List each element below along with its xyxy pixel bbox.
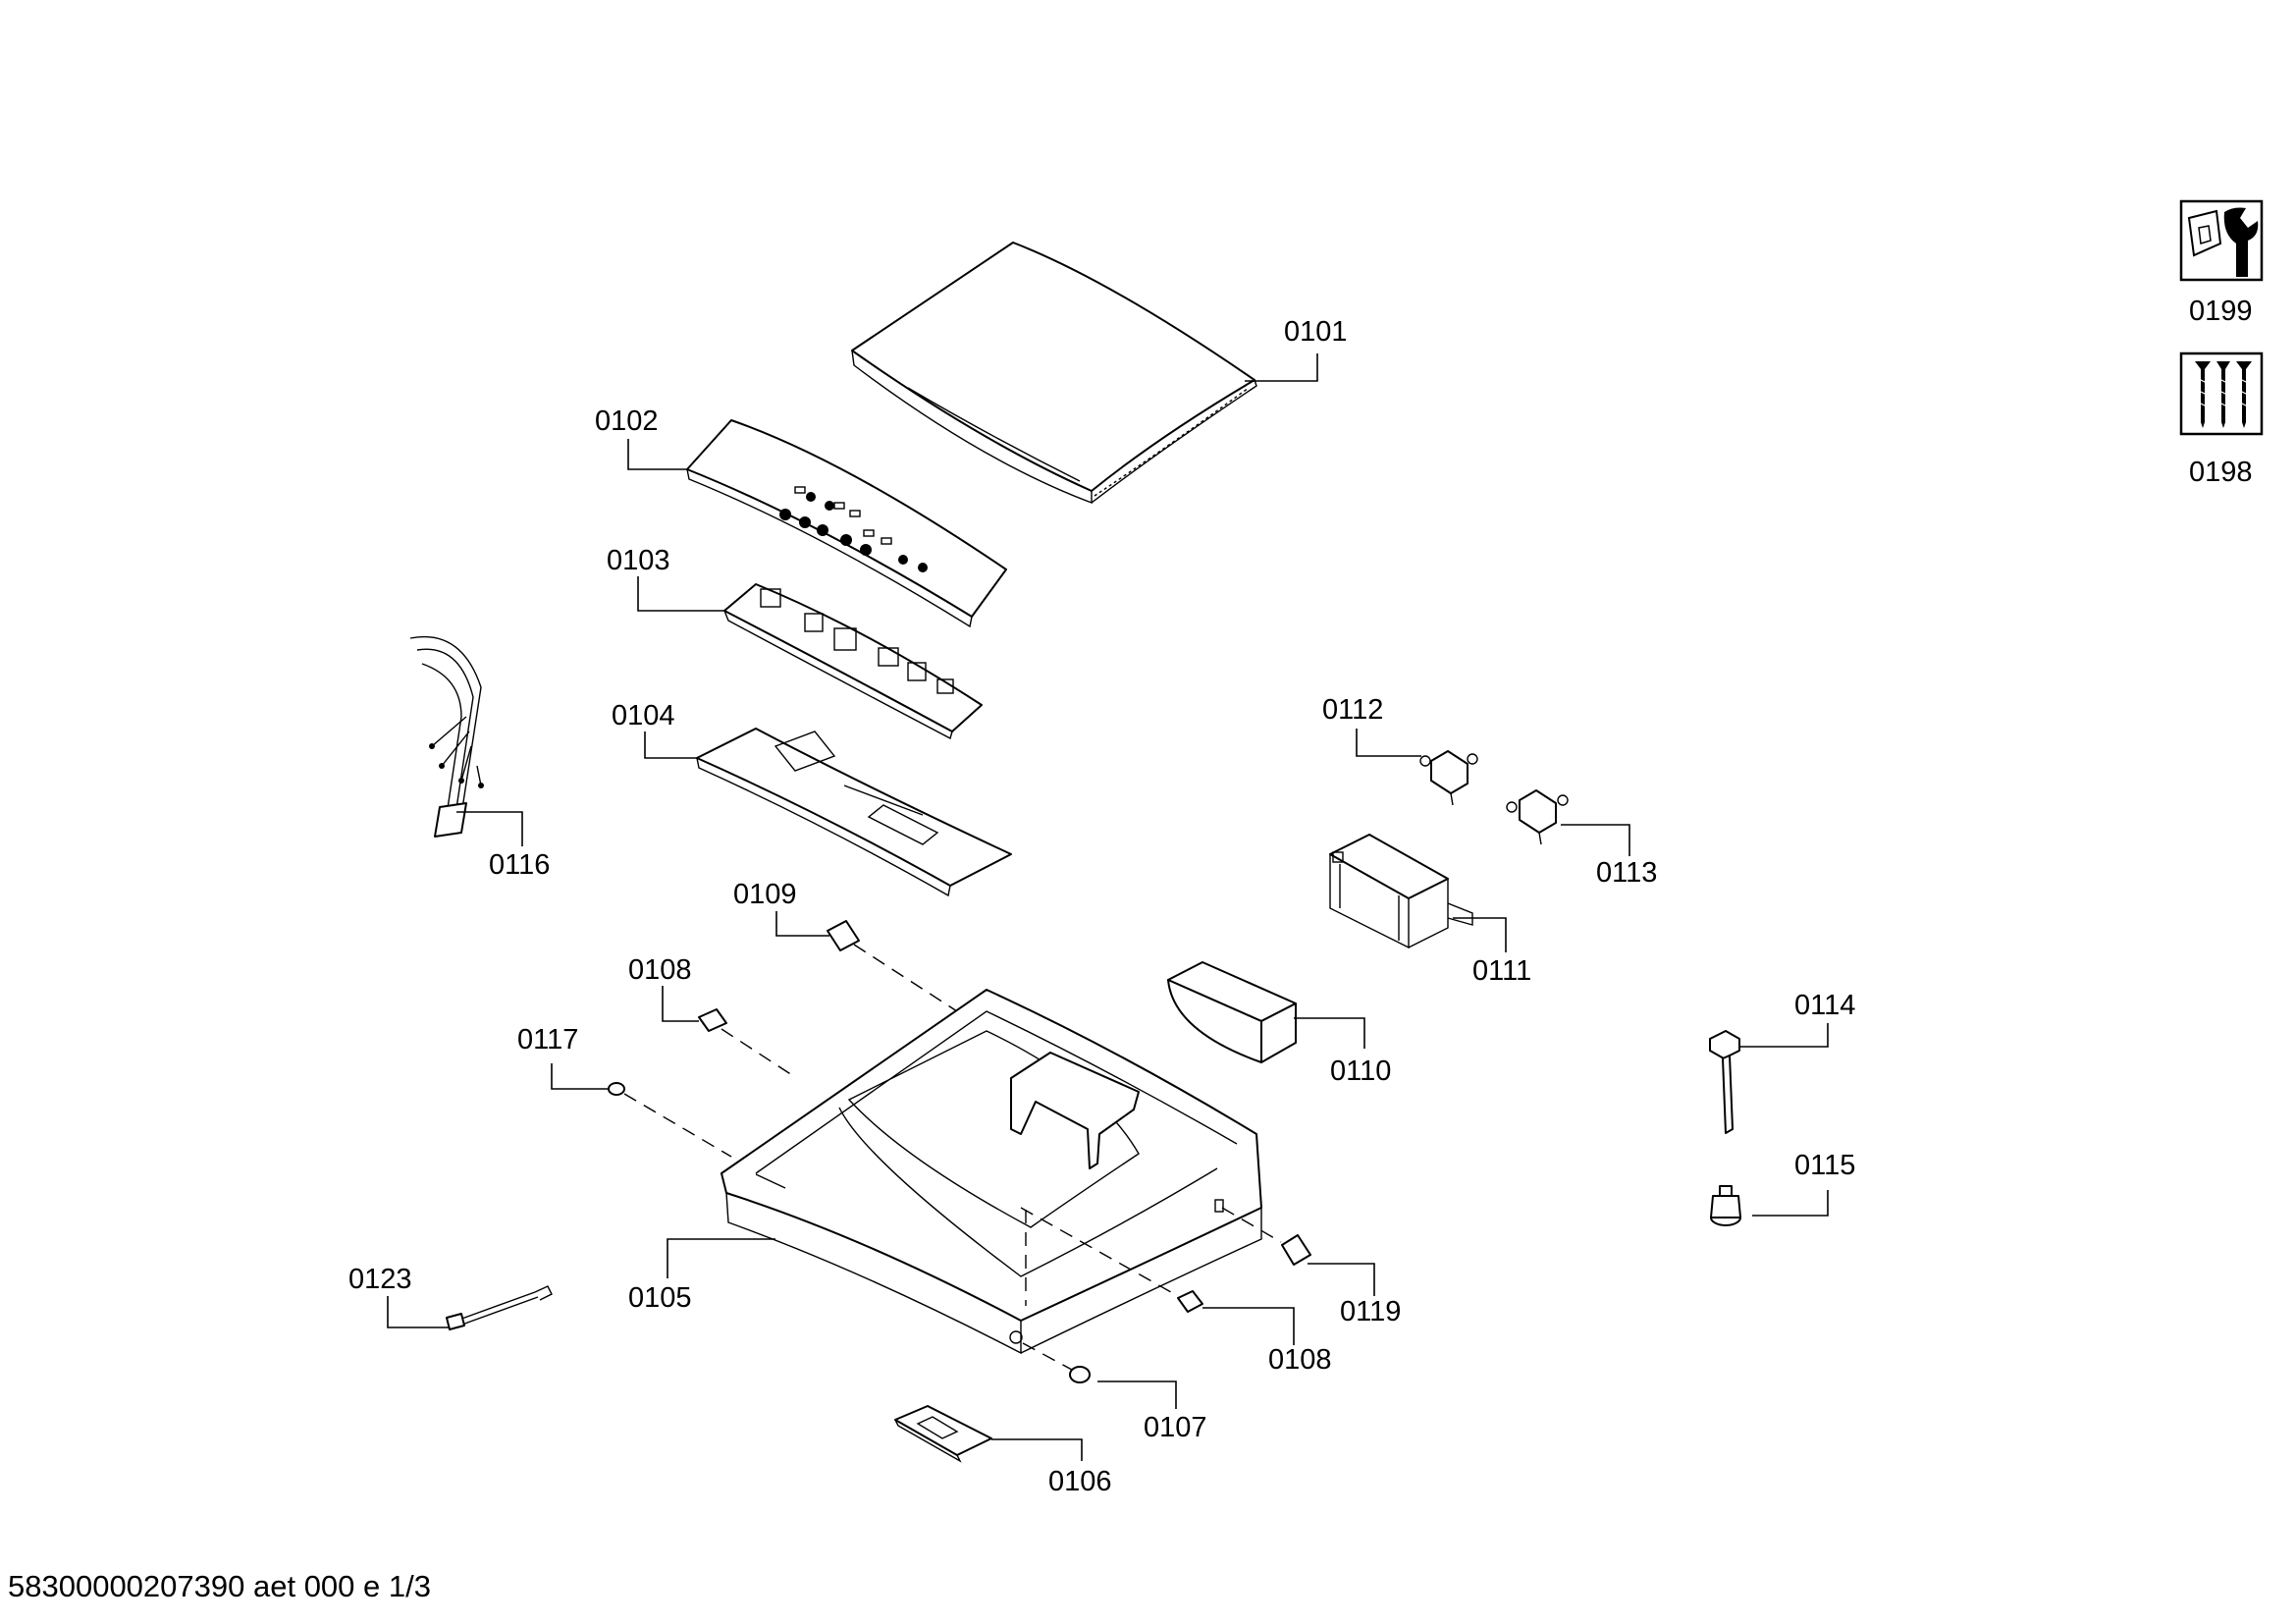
label-0110: 0110: [1330, 1056, 1391, 1087]
label-0105: 0105: [628, 1282, 692, 1314]
leader-0112: [1356, 729, 1421, 757]
leader-0108b: [1202, 1307, 1295, 1345]
dash-0117: [623, 1093, 732, 1158]
label-0111: 0111: [1472, 955, 1531, 987]
part-0198-screws-icon[interactable]: [2179, 352, 2264, 436]
label-0107: 0107: [1144, 1412, 1207, 1443]
part-0104-mounting-bracket[interactable]: [696, 728, 1012, 897]
label-0199: 0199: [2189, 296, 2253, 327]
leader-0114: [1739, 1023, 1829, 1048]
label-0102: 0102: [595, 406, 659, 437]
part-0105-top-frame[interactable]: [721, 989, 1262, 1355]
leader-0103: [637, 576, 724, 612]
leader-0107: [1097, 1380, 1177, 1409]
part-0109[interactable]: [827, 920, 860, 951]
part-0112-valve[interactable]: [1419, 750, 1478, 806]
leader-0106: [991, 1438, 1083, 1461]
leader-0102: [627, 439, 687, 470]
part-0114-sensor-probe[interactable]: [1709, 1030, 1740, 1134]
part-0108-lower[interactable]: [1177, 1290, 1203, 1313]
part-0106[interactable]: [894, 1405, 992, 1463]
label-0112: 0112: [1322, 694, 1383, 726]
leader-0116: [456, 811, 523, 846]
dash-0109: [853, 944, 958, 1012]
document-code: 58300000207390 aet 000 e 1/3: [8, 1569, 431, 1603]
part-0111-dispenser-housing[interactable]: [1329, 834, 1473, 949]
part-0199-wrench-nut-icon[interactable]: [2179, 199, 2264, 282]
leader-0101: [1245, 353, 1318, 382]
part-0103-electronic-module[interactable]: [723, 583, 983, 740]
dash-0108a: [721, 1028, 796, 1078]
part-0107[interactable]: [1069, 1366, 1091, 1383]
label-0109: 0109: [733, 879, 797, 910]
part-0123-cable[interactable]: [446, 1285, 553, 1330]
leader-0105: [667, 1238, 775, 1278]
label-0104: 0104: [612, 700, 675, 731]
label-0114: 0114: [1794, 990, 1855, 1021]
leader-0110: [1294, 1017, 1365, 1049]
part-0101-lid[interactable]: [851, 242, 1257, 505]
label-0113: 0113: [1596, 857, 1657, 889]
leader-0108a: [662, 986, 699, 1022]
part-0108-upper[interactable]: [698, 1008, 727, 1032]
label-0103: 0103: [607, 545, 670, 576]
leader-0109: [775, 911, 829, 937]
label-0198: 0198: [2189, 457, 2253, 488]
leader-0117: [551, 1063, 609, 1090]
part-0119[interactable]: [1281, 1234, 1311, 1266]
part-0113-valve[interactable]: [1506, 789, 1569, 845]
part-0116-cable-harness[interactable]: [409, 635, 484, 838]
leader-0111: [1453, 917, 1507, 952]
label-0106: 0106: [1048, 1466, 1112, 1497]
label-0108a: 0108: [628, 954, 692, 986]
label-0101: 0101: [1284, 316, 1348, 348]
part-0115-pressure-sensor[interactable]: [1710, 1185, 1741, 1226]
label-0108b: 0108: [1268, 1344, 1332, 1376]
leader-0115: [1752, 1190, 1829, 1217]
label-0116: 0116: [489, 849, 550, 881]
dash-0107: [1022, 1342, 1073, 1371]
label-0119: 0119: [1340, 1296, 1401, 1327]
part-0102-control-panel[interactable]: [686, 419, 1007, 628]
label-0123: 0123: [348, 1264, 412, 1295]
leader-0123: [387, 1296, 450, 1328]
dash-0119: [1221, 1207, 1282, 1243]
dash-0108b: [1020, 1207, 1179, 1297]
leader-0104: [644, 731, 697, 759]
part-0110-detergent-drawer[interactable]: [1167, 961, 1297, 1063]
part-0117[interactable]: [608, 1082, 625, 1096]
leader-0119: [1308, 1263, 1375, 1296]
label-0117: 0117: [517, 1024, 578, 1056]
leader-0113: [1561, 824, 1630, 856]
label-0115: 0115: [1794, 1150, 1855, 1181]
